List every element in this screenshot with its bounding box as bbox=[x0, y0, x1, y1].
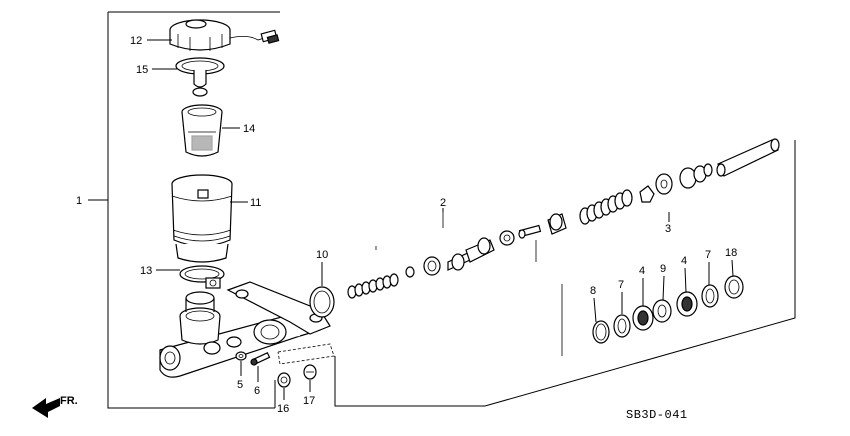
callout-15: 15 bbox=[136, 64, 148, 76]
callout-17: 17 bbox=[303, 395, 315, 407]
diagram-code: SB3D-041 bbox=[626, 408, 688, 422]
reservoir-seal bbox=[175, 57, 225, 97]
seal-set bbox=[561, 275, 744, 356]
callout-8: 8 bbox=[590, 285, 596, 297]
hose-clamp bbox=[179, 265, 225, 289]
reservoir-cap bbox=[169, 19, 280, 51]
bleeder-cap-16 bbox=[277, 372, 291, 388]
callout-4b: 4 bbox=[681, 255, 687, 267]
callout-5: 5 bbox=[237, 379, 243, 391]
master-cylinder-body bbox=[159, 281, 331, 378]
direction-label: FR. bbox=[60, 395, 78, 407]
callout-18: 18 bbox=[725, 247, 737, 259]
leader-lines bbox=[88, 39, 734, 400]
bleeder-screw-17 bbox=[303, 364, 317, 380]
kit-2-bracket bbox=[375, 208, 444, 250]
arrow-left-icon bbox=[32, 398, 60, 418]
callout-3: 3 bbox=[665, 223, 671, 235]
callout-7a: 7 bbox=[618, 279, 624, 291]
callout-10: 10 bbox=[316, 249, 328, 261]
bolt-6 bbox=[250, 352, 271, 366]
reservoir-body bbox=[171, 174, 233, 263]
washer-5 bbox=[235, 351, 247, 361]
callout-13: 13 bbox=[140, 265, 152, 277]
callout-7b: 7 bbox=[705, 249, 711, 261]
o-ring-10 bbox=[309, 286, 335, 318]
primary-piston-kit bbox=[518, 138, 780, 239]
callout-1: 1 bbox=[76, 195, 82, 207]
direction-indicator: FR. bbox=[32, 395, 78, 418]
callout-6: 6 bbox=[254, 385, 260, 397]
callout-9: 9 bbox=[660, 263, 666, 275]
callout-11: 11 bbox=[250, 197, 261, 209]
callout-16: 16 bbox=[277, 403, 289, 415]
callout-14: 14 bbox=[243, 123, 255, 135]
callout-4a: 4 bbox=[639, 265, 645, 277]
secondary-piston-kit bbox=[347, 230, 515, 299]
reservoir-strainer bbox=[181, 104, 223, 157]
callout-12: 12 bbox=[130, 35, 142, 47]
callout-2: 2 bbox=[440, 197, 446, 209]
assembly-bracket bbox=[107, 11, 796, 409]
